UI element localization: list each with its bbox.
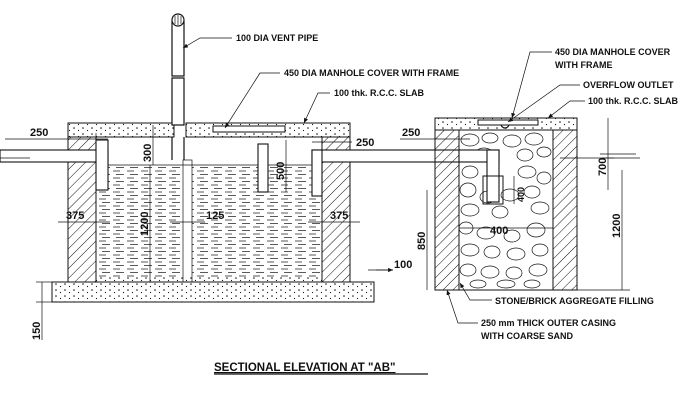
label-slab-left: 100 thk. R.C.C. SLAB xyxy=(334,88,425,98)
label-casing-2: WITH COARSE SAND xyxy=(481,331,574,341)
soak-pit-right-casing xyxy=(552,129,578,291)
dim-500: 500 xyxy=(275,162,287,180)
dimension-lines xyxy=(5,118,630,340)
label-aggregate: STONE/BRICK AGGREGATE FILLING xyxy=(495,296,654,306)
label-manhole-right-2: WITH FRAME xyxy=(555,60,613,70)
baffle xyxy=(257,143,269,193)
dim-375-left: 375 xyxy=(66,210,84,222)
dim-250-left: 250 xyxy=(30,127,48,139)
septic-tank xyxy=(0,13,463,303)
label-overflow: OVERFLOW OUTLET xyxy=(583,80,674,90)
label-slab-right: 100 thk. R.C.C. SLAB xyxy=(588,96,679,106)
label-manhole-left: 450 DIA MANHOLE COVER WITH FRAME xyxy=(284,68,459,78)
base-slab xyxy=(51,281,375,303)
liquid-right-chamber xyxy=(192,165,322,277)
drawing-title: SECTIONAL ELEVATION AT "AB" xyxy=(214,362,396,374)
dim-1200-right: 1200 xyxy=(611,214,623,238)
partition-wall xyxy=(182,159,193,283)
dim-150: 150 xyxy=(31,322,43,340)
dim-400-small: 400 xyxy=(516,187,526,202)
dim-1200-left: 1200 xyxy=(139,212,151,236)
label-manhole-right-1: 450 DIA MANHOLE COVER xyxy=(555,47,671,57)
dimension-values: 250 300 500 250 250 375 125 375 1200 100… xyxy=(30,127,623,340)
liquid-left-chamber xyxy=(96,165,183,277)
label-vent-pipe: 100 DIA VENT PIPE xyxy=(236,33,318,43)
leader-lines xyxy=(182,37,585,324)
dim-375-right: 375 xyxy=(330,210,348,222)
dim-250-mid: 250 xyxy=(356,137,374,149)
dim-400: 400 xyxy=(490,225,508,237)
top-slab-left xyxy=(67,122,175,138)
inlet-pipe xyxy=(0,149,109,163)
manhole-cover-left xyxy=(212,125,286,133)
sludge-layer xyxy=(96,275,322,282)
soak-pit-left-casing xyxy=(434,129,460,291)
dim-250-right: 250 xyxy=(402,127,420,139)
manhole-cover-right xyxy=(477,119,539,126)
vent-pipe xyxy=(171,21,185,77)
annotation-labels: 100 DIA VENT PIPE 450 DIA MANHOLE COVER … xyxy=(236,33,679,341)
soak-pit xyxy=(434,117,640,291)
dim-300: 300 xyxy=(142,144,154,162)
label-casing-1: 250 mm THICK OUTER CASING xyxy=(481,318,616,328)
dim-125: 125 xyxy=(206,210,224,222)
dim-850: 850 xyxy=(416,232,428,250)
dim-100: 100 xyxy=(394,259,412,271)
dim-700: 700 xyxy=(597,158,609,176)
